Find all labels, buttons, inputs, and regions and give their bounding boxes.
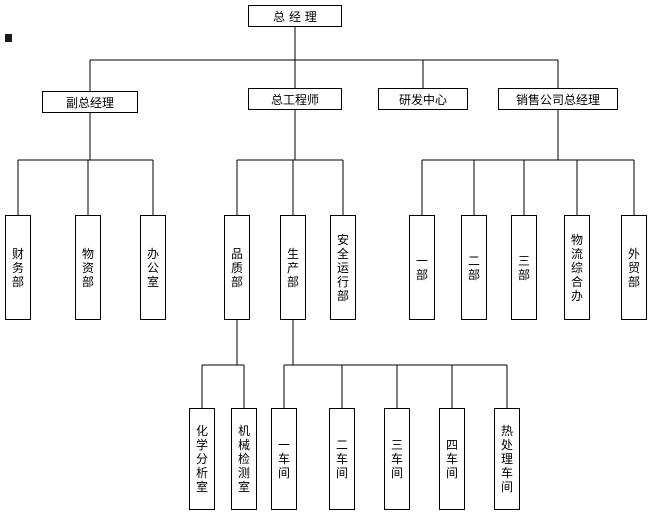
node-deputy-general-manager: 副总经理 bbox=[42, 91, 138, 113]
stray-mark-icon bbox=[5, 34, 12, 42]
node-workshop-4: 四车间 bbox=[439, 408, 465, 510]
node-finance-dept: 财务部 bbox=[5, 215, 31, 320]
node-label: 物流综合办 bbox=[570, 232, 583, 303]
node-label: 安全运行部 bbox=[336, 232, 349, 303]
node-label: 一部 bbox=[415, 253, 428, 282]
node-label: 三车间 bbox=[390, 438, 403, 480]
node-label: 办公室 bbox=[146, 246, 159, 289]
node-label: 品质部 bbox=[230, 246, 243, 289]
node-heat-treatment-workshop: 热处理车间 bbox=[494, 408, 520, 510]
node-label: 二部 bbox=[467, 253, 480, 282]
node-label: 四车间 bbox=[445, 438, 458, 480]
node-rd-center: 研发中心 bbox=[378, 88, 468, 110]
node-label: 外贸部 bbox=[627, 246, 640, 289]
node-label: 三部 bbox=[517, 253, 530, 282]
node-materials-dept: 物资部 bbox=[75, 215, 101, 320]
node-chemical-analysis-room: 化学分析室 bbox=[189, 408, 215, 510]
node-workshop-2: 二车间 bbox=[329, 408, 355, 510]
node-chief-engineer: 总工程师 bbox=[248, 88, 342, 110]
node-production-dept: 生产部 bbox=[280, 215, 306, 320]
node-quality-dept: 品质部 bbox=[224, 215, 250, 320]
node-general-manager: 总 经 理 bbox=[248, 5, 342, 27]
node-sales-dept-3: 三部 bbox=[511, 215, 537, 320]
node-label: 销售公司总经理 bbox=[515, 92, 600, 107]
node-office: 办公室 bbox=[140, 215, 166, 320]
node-label: 总工程师 bbox=[270, 92, 319, 107]
node-sales-dept-1: 一部 bbox=[409, 215, 435, 320]
node-label: 总 经 理 bbox=[273, 9, 317, 24]
node-label: 机械检测室 bbox=[237, 424, 250, 494]
node-label: 二车间 bbox=[335, 438, 348, 480]
node-workshop-1: 一车间 bbox=[271, 408, 297, 510]
node-safety-operation-dept: 安全运行部 bbox=[330, 215, 356, 320]
node-label: 财务部 bbox=[11, 246, 24, 289]
node-label: 一车间 bbox=[277, 438, 290, 480]
node-label: 物资部 bbox=[81, 246, 94, 289]
node-label: 化学分析室 bbox=[195, 424, 208, 494]
node-sales-company-gm: 销售公司总经理 bbox=[498, 88, 618, 110]
node-sales-dept-2: 二部 bbox=[461, 215, 487, 320]
node-label: 研发中心 bbox=[398, 92, 447, 107]
node-mechanical-testing-room: 机械检测室 bbox=[231, 408, 257, 510]
node-label: 热处理车间 bbox=[500, 424, 513, 494]
node-logistics-office: 物流综合办 bbox=[564, 215, 590, 320]
node-label: 副总经理 bbox=[65, 95, 114, 110]
node-workshop-3: 三车间 bbox=[384, 408, 410, 510]
node-foreign-trade-dept: 外贸部 bbox=[621, 215, 647, 320]
node-label: 生产部 bbox=[286, 246, 299, 289]
